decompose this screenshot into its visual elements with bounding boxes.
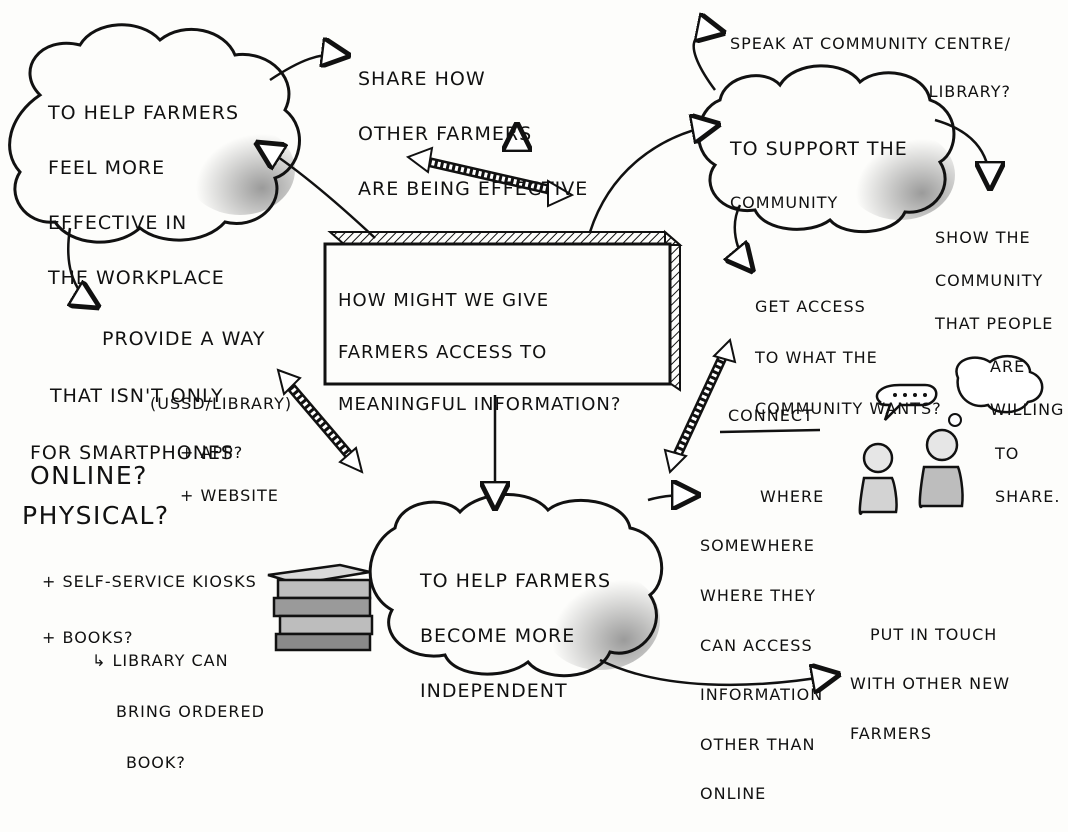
arrow-icon <box>68 31 990 685</box>
note-online: Online? <box>30 461 148 490</box>
person-icon <box>918 428 964 509</box>
note-somewhere: where Somewhere where they can access in… <box>700 486 825 804</box>
cloud-icon <box>697 64 956 234</box>
double-arrow-icon <box>405 146 575 208</box>
books-icon <box>267 563 374 652</box>
sketch-canvas <box>8 0 1044 741</box>
note-library-book: ↳ Library can bring ordered book? <box>92 650 265 772</box>
note-provide-way: Provide a way that isn't only for smartp… <box>30 327 266 464</box>
note-ussd: (USSD/Library) <box>150 394 293 413</box>
speech-bubble-icon <box>875 383 938 421</box>
note-speak-at: Speak at community centre/ library? <box>730 34 1012 101</box>
central-box <box>323 229 683 392</box>
person-icon <box>858 442 898 515</box>
cloud-icon <box>368 493 664 678</box>
goal-community: To support the community <box>730 137 908 212</box>
note-share-how: Share how other farmers are being effect… <box>358 67 589 200</box>
connect-underline <box>719 428 821 434</box>
note-physical: Physical? <box>22 501 170 530</box>
note-show-community: Show the community that people are willi… <box>935 227 1065 506</box>
note-connect: Connect <box>728 406 814 425</box>
double-arrow-icon <box>276 368 364 474</box>
note-app-website: + App? + Website <box>180 442 279 505</box>
goal-independent: To help farmers become more independent <box>420 569 612 702</box>
note-kiosks: + Self-service kiosks + Books? <box>42 572 257 647</box>
central-question: How might we give farmers access to mean… <box>338 290 622 416</box>
goal-effective: To help farmers feel more effective in t… <box>48 101 240 289</box>
double-arrow-icon <box>663 338 737 474</box>
thought-bubble-icon <box>940 354 1044 441</box>
note-put-in-touch: Put in touch with other new farmers <box>850 624 1011 743</box>
note-get-access: Get access to what the community wants? <box>755 296 942 418</box>
